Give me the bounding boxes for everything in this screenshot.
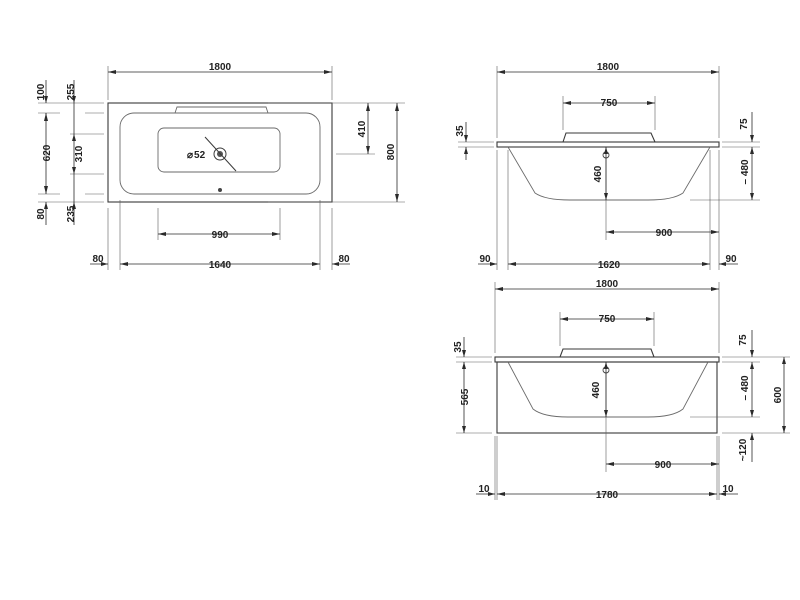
panel-drain-height-label: 460 xyxy=(591,381,602,398)
panel-basin-profile xyxy=(507,361,709,418)
front-headrest-width-label: 750 xyxy=(601,98,618,109)
plan-inner-width-label: 1640 xyxy=(209,260,232,271)
plan-left-rim-label: 80 xyxy=(92,254,104,265)
front-rim-thickness-label: 35 xyxy=(455,125,466,137)
front-overall-width-label: 1800 xyxy=(597,62,620,73)
panel-overall-width-label: 1800 xyxy=(596,279,619,290)
plan-inner-basin xyxy=(119,112,321,195)
drain-diameter-label: ⌀52 xyxy=(187,150,206,161)
plan-rim-top-label: 100 xyxy=(36,83,47,100)
plan-overall-width-label: 1800 xyxy=(209,62,232,73)
front-right-margin-label: 90 xyxy=(725,254,737,265)
front-inner-width-label: 1620 xyxy=(598,260,621,271)
panel-right-margin-label: 10 xyxy=(722,484,734,495)
front-drain-offset-label: 900 xyxy=(656,228,673,239)
plan-drain-offset-label: 990 xyxy=(212,230,229,241)
panel-panel-width-label: 1780 xyxy=(596,490,619,501)
panel-left-margin-label: 10 xyxy=(478,484,490,495)
panel-top-offset-label: 75 xyxy=(738,334,749,346)
panel-rim-thickness-label: 35 xyxy=(453,341,464,353)
front-top-offset-label: 75 xyxy=(739,118,750,130)
plan-top-center-label: 255 xyxy=(66,83,77,100)
plan-right-rim-label: 80 xyxy=(338,254,350,265)
panel-overall-height-label: 600 xyxy=(773,386,784,403)
plan-headrest xyxy=(174,106,269,114)
front-basin-profile xyxy=(507,146,711,201)
front-left-margin-label: 90 xyxy=(479,254,491,265)
plan-right-offset-label: 410 xyxy=(357,120,368,137)
plan-overflow-icon xyxy=(218,188,222,192)
plan-bottom-center-label: 235 xyxy=(66,205,77,222)
plan-basin-floor xyxy=(157,127,281,173)
drain-fitting-icon xyxy=(204,136,237,172)
front-headrest xyxy=(562,132,656,143)
panel-basin-depth-label: – 480 xyxy=(740,375,751,400)
plan-outer-rim xyxy=(107,102,333,203)
front-drain-height-label: 460 xyxy=(593,165,604,182)
panel-headrest xyxy=(559,348,655,358)
panel-headrest-width-label: 750 xyxy=(599,314,616,325)
panel-front-apron xyxy=(496,361,718,434)
plan-rim-bottom-label: 80 xyxy=(36,208,47,220)
front-view: 1800 750 35 460 75 – 480 xyxy=(455,62,760,271)
panel-feet-label: ~120 xyxy=(738,438,749,461)
front-basin-depth-label: – 480 xyxy=(740,159,751,184)
plan-inner-depth-label: 620 xyxy=(42,144,53,161)
panel-panel-height-label: 565 xyxy=(460,388,471,405)
panel-drain-offset-label: 900 xyxy=(655,460,672,471)
panel-view: 1800 750 35 565 460 75 – 48 xyxy=(453,279,790,501)
front-rim xyxy=(496,141,720,148)
plan-overall-depth-label: 800 xyxy=(386,143,397,160)
plan-view: ⌀52 1800 990 80 1640 80 xyxy=(36,62,405,271)
panel-rim xyxy=(494,356,720,363)
plan-center-span-label: 310 xyxy=(74,145,85,162)
